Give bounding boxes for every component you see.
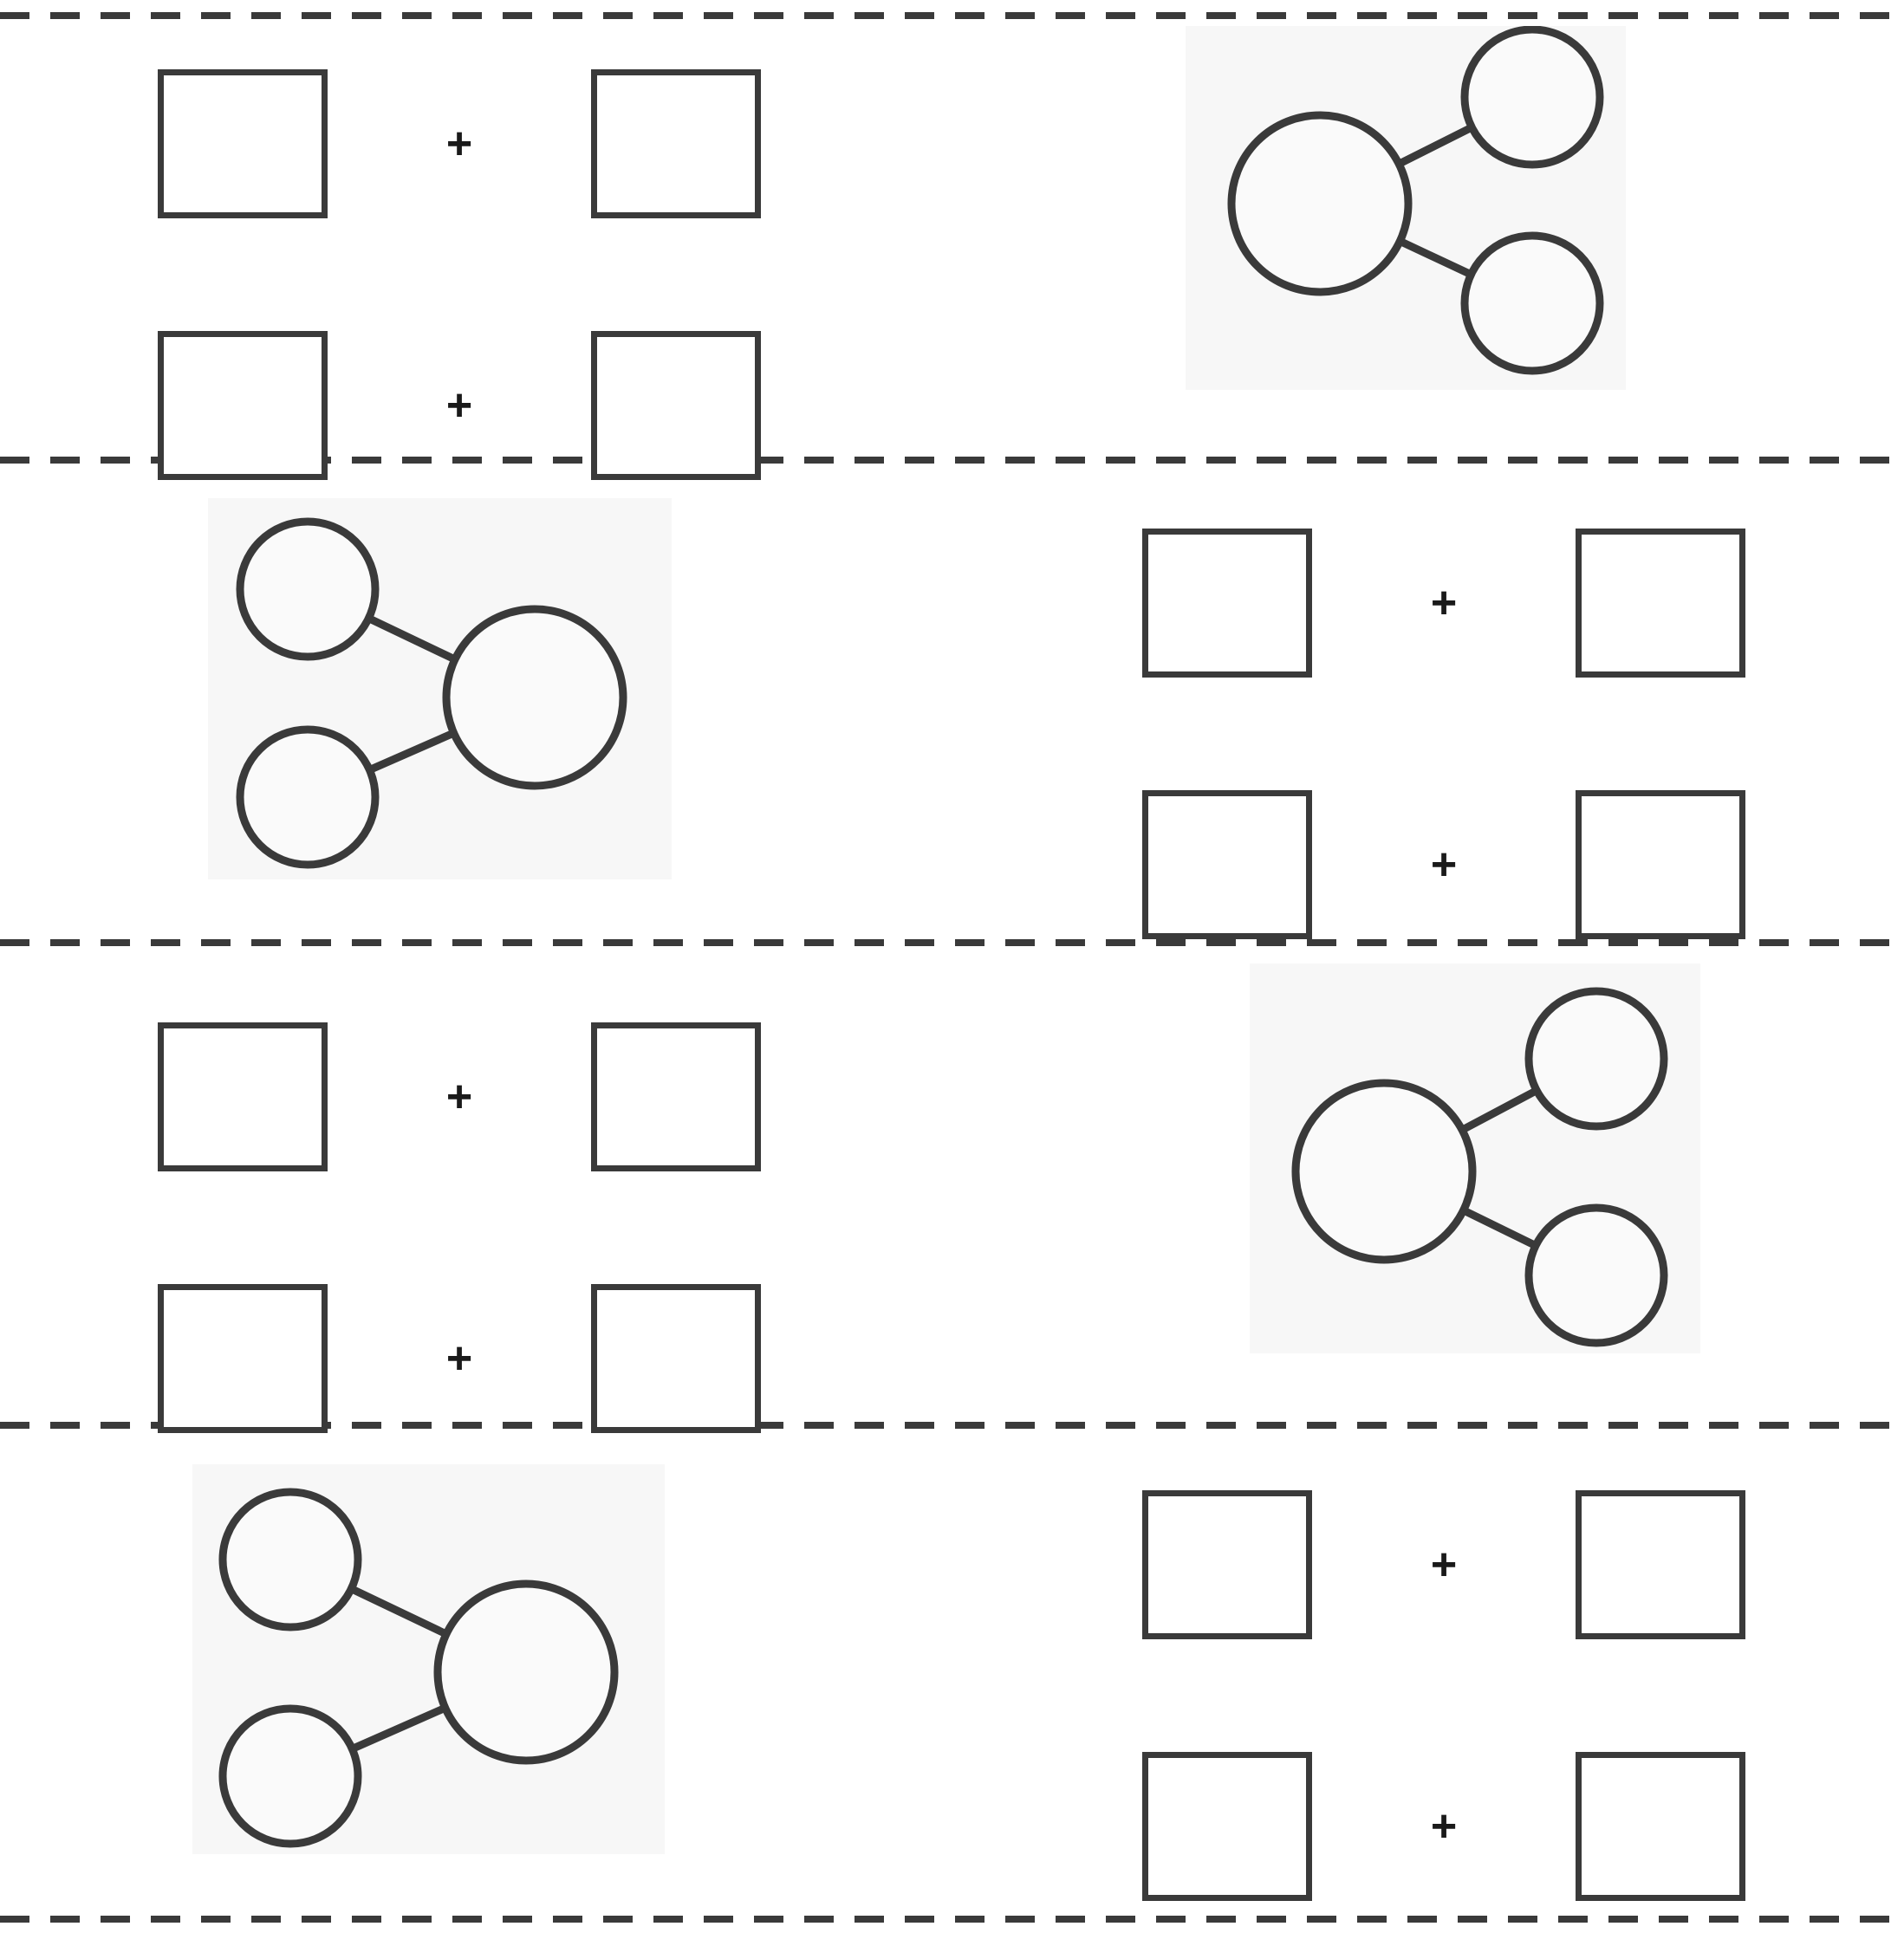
- graph-node-leaf1-small[interactable]: [236, 517, 380, 661]
- divider-3: [0, 1422, 1904, 1429]
- square-top-left[interactable]: [158, 1022, 328, 1171]
- divider-1: [0, 457, 1904, 464]
- plus-operator-1: +: [445, 119, 473, 169]
- square-bottom-left[interactable]: [158, 331, 328, 480]
- graph-node-hub-large[interactable]: [1227, 111, 1413, 296]
- graph-node-leaf1-small[interactable]: [1460, 26, 1604, 169]
- square-top-right[interactable]: [591, 1022, 761, 1171]
- layout-spacer: [459, 1228, 460, 1229]
- square-top-right[interactable]: [591, 69, 761, 218]
- square-bottom-right[interactable]: [591, 1284, 761, 1433]
- layout-spacer: [243, 275, 244, 276]
- graph-edge-hub-leaf2: [1395, 237, 1475, 279]
- graph-node-leaf2-small[interactable]: [218, 1704, 362, 1848]
- layout-spacer: [676, 275, 677, 276]
- plus-operator-2: +: [445, 1333, 473, 1384]
- graph-drawing: [236, 517, 627, 869]
- divider-bottom: [0, 1916, 1904, 1923]
- graph-edge-hub-leaf1: [1394, 123, 1476, 168]
- graph-edge-hub-leaf1: [1458, 1087, 1541, 1134]
- layout-spacer: [1660, 734, 1661, 735]
- graph-panel-row4-left: [192, 1464, 665, 1854]
- layout-spacer: [676, 1228, 677, 1229]
- graph-panel-row3-right: [1250, 963, 1700, 1353]
- plus-operator-2: +: [1430, 1801, 1458, 1852]
- plus-operator-1: +: [445, 1072, 473, 1122]
- square-top-left[interactable]: [158, 69, 328, 218]
- square-bottom-left[interactable]: [1142, 1752, 1312, 1901]
- divider-top: [0, 12, 1904, 19]
- graph-node-hub-large[interactable]: [442, 605, 627, 790]
- graph-node-hub-large[interactable]: [1291, 1079, 1477, 1264]
- graph-drawing: [1227, 26, 1604, 375]
- square-top-right[interactable]: [1576, 1490, 1745, 1639]
- square-top-right[interactable]: [1576, 529, 1745, 678]
- graph-node-leaf2-small[interactable]: [1524, 1203, 1668, 1347]
- graph-node-leaf2-small[interactable]: [1460, 231, 1604, 375]
- layout-spacer: [1227, 734, 1228, 735]
- square-bottom-right[interactable]: [1576, 1752, 1745, 1901]
- squares-panel-row2-right: ++: [1142, 529, 1745, 939]
- square-top-left[interactable]: [1142, 1490, 1312, 1639]
- graph-node-leaf2-small[interactable]: [236, 725, 380, 869]
- plus-operator-1: +: [1430, 578, 1458, 628]
- graph-panel-row1-right: [1186, 26, 1626, 390]
- layout-spacer: [243, 1228, 244, 1229]
- graph-node-hub-large[interactable]: [433, 1579, 619, 1765]
- graph-drawing: [218, 1488, 619, 1848]
- graph-edge-hub-leaf1: [347, 1585, 451, 1638]
- graph-edge-hub-leaf2: [1459, 1206, 1540, 1250]
- squares-panel-row4-right: ++: [1142, 1490, 1745, 1901]
- graph-node-leaf1-small[interactable]: [1524, 987, 1668, 1131]
- graph-edge-hub-leaf2: [365, 729, 458, 775]
- square-bottom-left[interactable]: [1142, 790, 1312, 939]
- layout-spacer: [1444, 734, 1445, 735]
- graph-node-leaf1-small[interactable]: [218, 1488, 362, 1631]
- plus-operator-2: +: [445, 380, 473, 431]
- divider-2: [0, 939, 1904, 946]
- squares-panel-row3-left: ++: [158, 1022, 761, 1433]
- layout-spacer: [459, 275, 460, 276]
- graph-panel-row2-left: [208, 498, 672, 879]
- graph-edge-hub-leaf2: [348, 1703, 450, 1754]
- graph-drawing: [1291, 987, 1668, 1347]
- plus-operator-1: +: [1430, 1540, 1458, 1590]
- square-bottom-right[interactable]: [1576, 790, 1745, 939]
- plus-operator-2: +: [1430, 840, 1458, 890]
- square-top-left[interactable]: [1142, 529, 1312, 678]
- squares-panel-row1-left: ++: [158, 69, 761, 480]
- square-bottom-left[interactable]: [158, 1284, 328, 1433]
- graph-edge-hub-leaf1: [364, 614, 459, 664]
- square-bottom-right[interactable]: [591, 331, 761, 480]
